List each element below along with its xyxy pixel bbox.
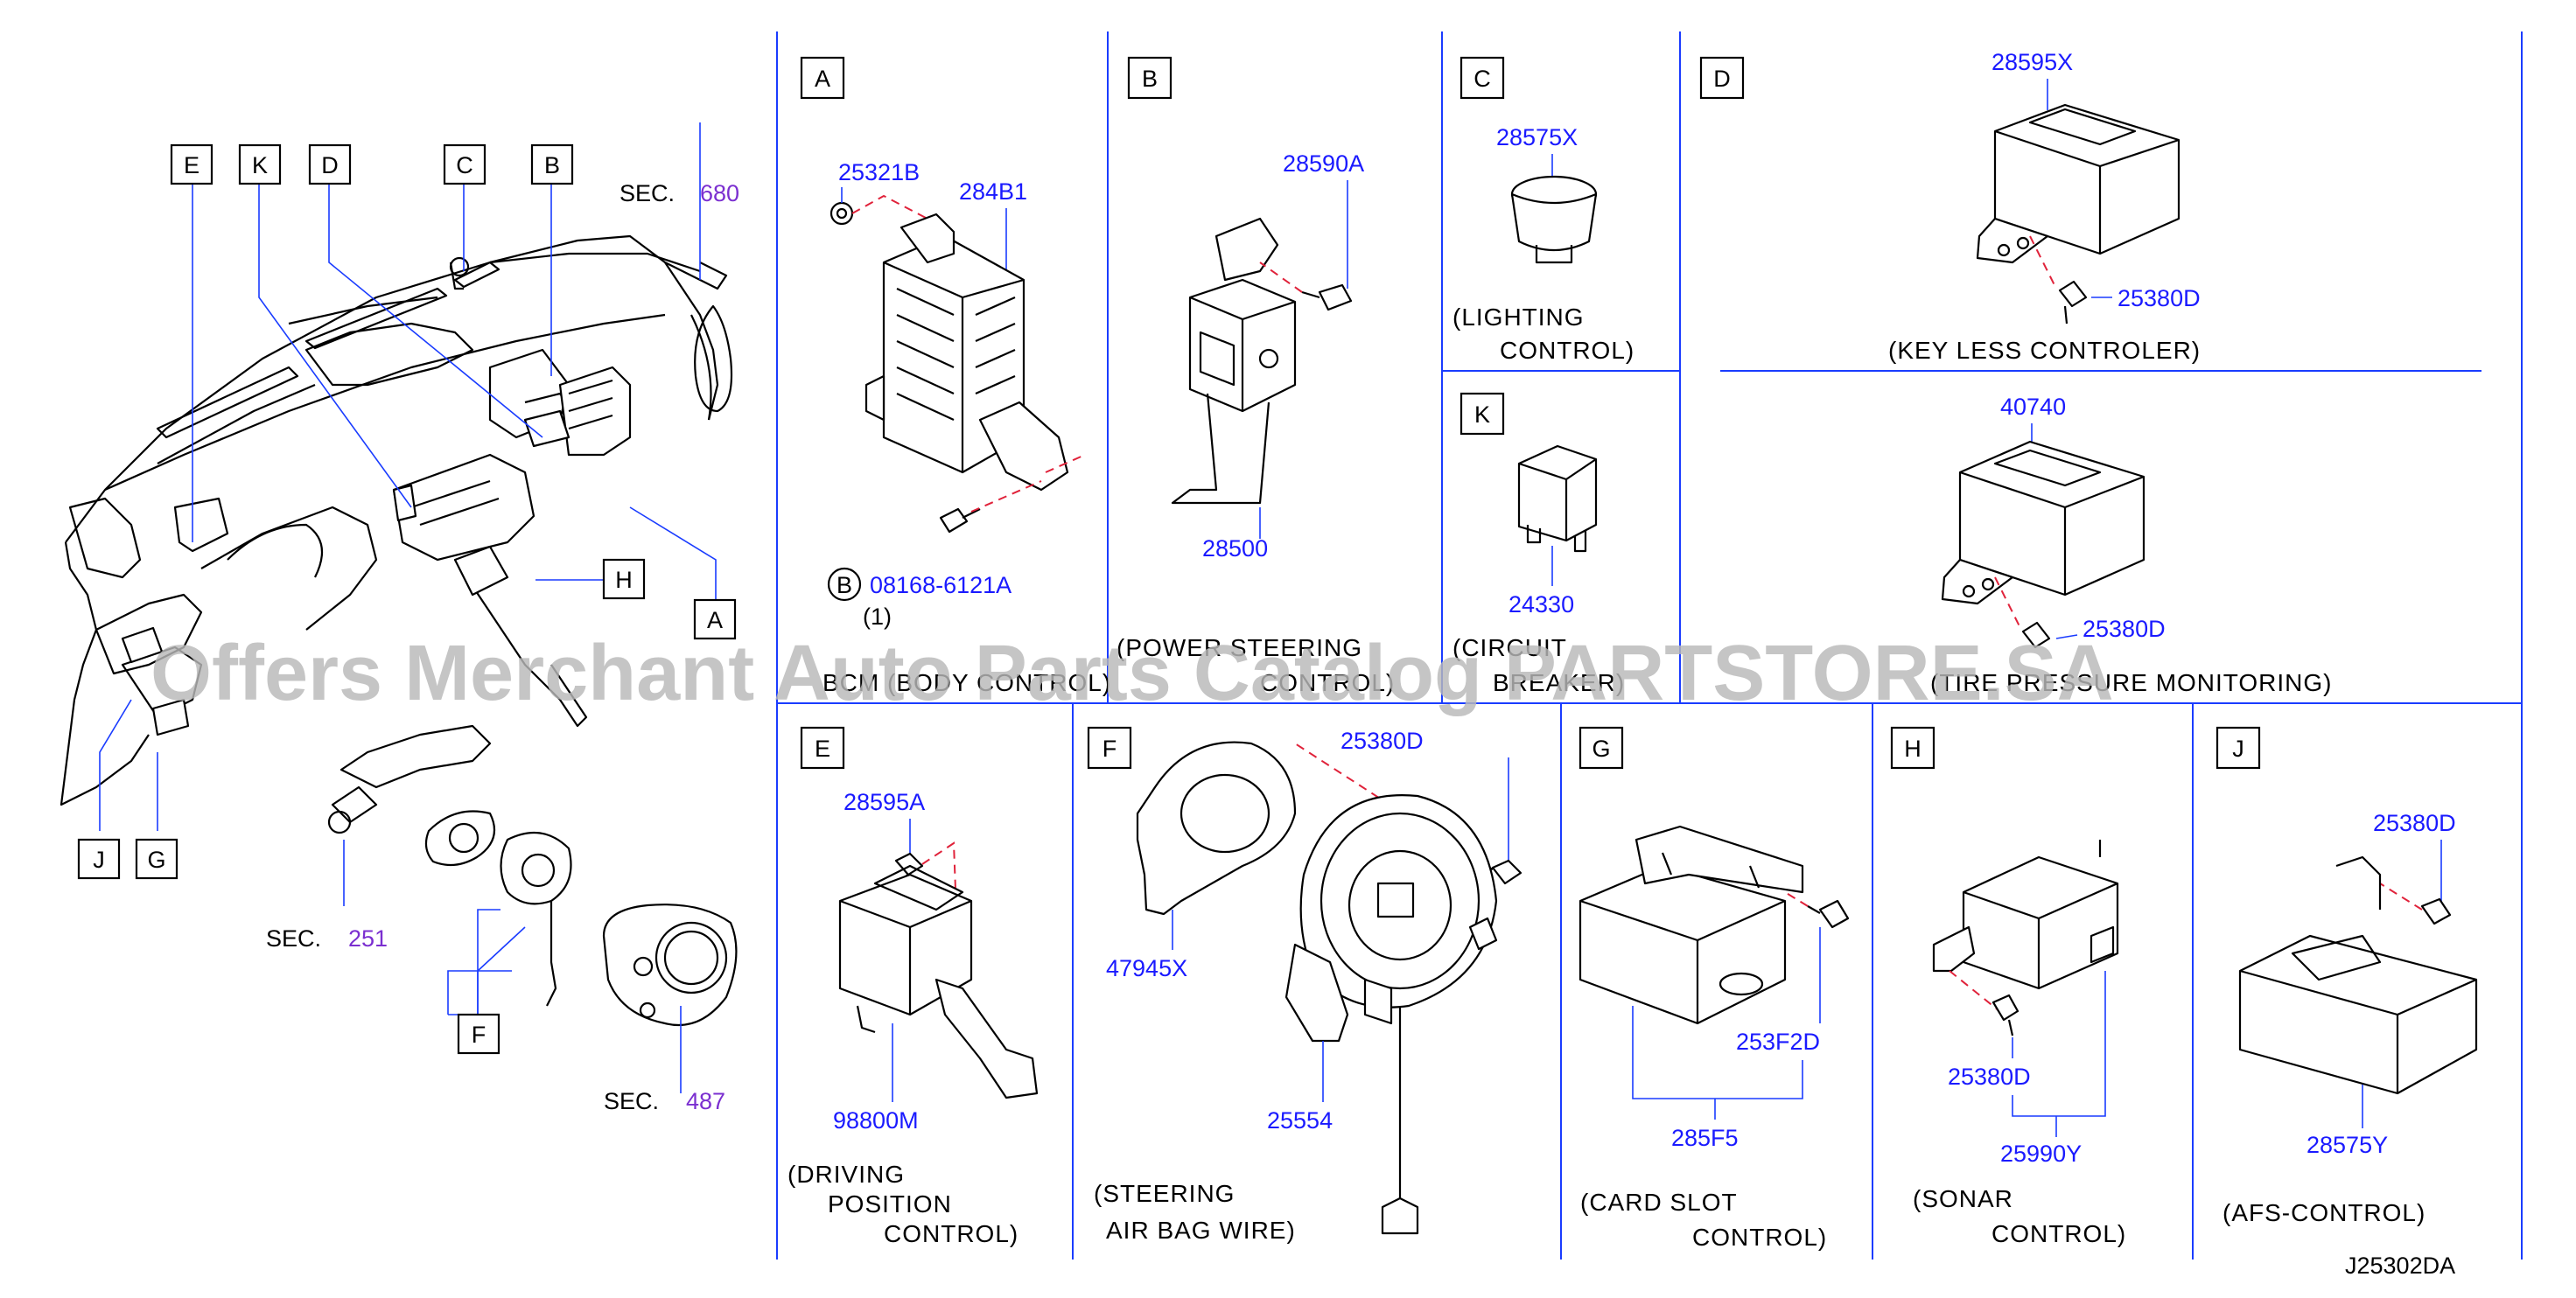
callout-C: C [456, 152, 473, 178]
panel-D-caption-tire: (TIRE PRESSURE MONITORING) [1930, 669, 2333, 696]
panel-H-letter: H [1904, 736, 1922, 762]
sec-680-prefix: SEC. [620, 180, 675, 206]
panel-A-caption: BCM (BODY CONTROL) [822, 669, 1111, 696]
panel-D-letter: D [1713, 66, 1731, 92]
panel-B-caption-line-2: CONTROL) [1260, 669, 1395, 696]
part-47945X: 47945X [1106, 955, 1187, 981]
part-40740: 40740 [2000, 394, 2066, 420]
part-25380D-keyless: 25380D [2118, 285, 2201, 311]
callout-B: B [544, 152, 560, 178]
panel-H-caption-line-2: CONTROL) [1992, 1220, 2126, 1247]
sec-487-prefix: SEC. [604, 1088, 659, 1114]
part-28500: 28500 [1202, 535, 1268, 562]
panel-J-caption: (AFS-CONTROL) [2222, 1199, 2426, 1226]
callout-A: A [707, 607, 723, 633]
panel-H-caption-line-1: (SONAR [1913, 1185, 2013, 1212]
sec-251-prefix: SEC. [266, 925, 321, 952]
screw-icon [2420, 897, 2452, 925]
callout-J: J [93, 847, 105, 873]
panel-F-caption-line-1: (STEERING [1094, 1180, 1235, 1207]
panel-A-letter: A [815, 66, 830, 92]
part-08168-6121A: 08168-6121A [870, 572, 1012, 598]
part-25380D-afs: 25380D [2373, 810, 2456, 836]
panel-J: J 25380D 28575Y (AFS-CONTROL) [2216, 726, 2478, 1226]
panel-grid [776, 31, 2523, 1260]
part-253F2D: 253F2D [1736, 1029, 1820, 1055]
panel-B-caption-line-1: (POWER STEERING [1116, 634, 1362, 661]
part-28575X: 28575X [1496, 124, 1578, 150]
panel-E-caption-line-1: (DRIVING [788, 1161, 905, 1188]
panel-F-letter: F [1102, 736, 1117, 762]
screw-icon [1318, 283, 1353, 311]
panel-C: C 28575X (LIGHTING CONTROL) [1452, 56, 1634, 364]
watermark: Offers Merchant Auto Parts Catalog PARTS… [150, 630, 2114, 717]
panel-J-letter: J [2232, 736, 2244, 762]
diagram-code: J25302DA [2345, 1253, 2455, 1279]
part-25380D-steering: 25380D [1340, 728, 1424, 754]
part-28575Y: 28575Y [2306, 1132, 2388, 1158]
panel-K-letter: K [1474, 401, 1490, 428]
sec-680-number: 680 [700, 180, 739, 206]
panel-K-caption-line-2: BREAKER) [1493, 669, 1625, 696]
panel-A: A 25321B 284B1 B 08168-6121A (1) BCM (BO… [800, 56, 1111, 696]
bolt-marker-letter: B [836, 572, 852, 598]
screw-icon [939, 507, 969, 534]
part-284B1: 284B1 [959, 178, 1027, 205]
panel-D: D 28595X 25380D (KEY LESS CONTROLER) 407… [1699, 49, 2333, 696]
callout-H: H [615, 567, 633, 593]
part-25380D-tire: 25380D [2082, 616, 2166, 642]
panel-E-caption-line-2: POSITION [828, 1190, 952, 1218]
section-references: SEC. 680 SEC. 251 SEC. 487 [266, 180, 739, 1114]
panel-F-caption-line-2: AIR BAG WIRE) [1106, 1217, 1296, 1244]
screw-icon [1818, 899, 1850, 929]
panel-C-letter: C [1474, 66, 1491, 92]
panel-G-letter: G [1592, 736, 1610, 762]
part-28595A: 28595A [844, 789, 925, 815]
callout-G: G [147, 847, 165, 873]
part-25380D-sonar: 25380D [1948, 1064, 2031, 1090]
screw-icon [2058, 280, 2088, 308]
callout-E: E [184, 152, 200, 178]
panel-C-caption-line-2: CONTROL) [1500, 337, 1634, 364]
part-28595X: 28595X [1992, 49, 2073, 75]
part-25321B: 25321B [838, 159, 920, 185]
panel-E: E 28595A 98800M (DRIVING POSITION CONTRO… [788, 726, 1039, 1247]
part-28590A: 28590A [1283, 150, 1364, 177]
sec-251-number: 251 [348, 925, 388, 952]
panel-G: G 253F2D 285F5 (CARD SLOT CONTROL) [1578, 726, 1850, 1251]
dashboard-overview [60, 122, 738, 1093]
panel-F: F 25380D 47945X 25554 (STEERING AIR BAG … [1087, 726, 1522, 1244]
part-25554: 25554 [1267, 1107, 1333, 1134]
panel-B-letter: B [1142, 66, 1158, 92]
part-25990Y: 25990Y [2000, 1141, 2082, 1167]
screw-icon [2021, 621, 2051, 649]
part-285F5: 285F5 [1671, 1125, 1739, 1151]
callout-D: D [321, 152, 339, 178]
panel-D-caption-keyless: (KEY LESS CONTROLER) [1888, 337, 2201, 364]
callout-K: K [252, 152, 268, 178]
screw-icon [1491, 859, 1522, 885]
bolt-quantity: (1) [863, 604, 892, 630]
callout-F: F [472, 1022, 486, 1048]
panel-E-caption-line-3: CONTROL) [884, 1220, 1018, 1247]
panel-E-letter: E [815, 736, 830, 762]
screw-icon [1992, 994, 2020, 1022]
part-98800M: 98800M [833, 1107, 919, 1134]
part-24330: 24330 [1508, 591, 1574, 618]
overview-callouts: E K D C B H A J G F [77, 143, 737, 1055]
panel-K: K 24330 (CIRCUIT BREAKER) [1452, 392, 1625, 696]
panel-B: B 28590A 28500 (POWER STEERING CONTROL) [1116, 56, 1395, 696]
bolt-marker-icon [827, 567, 862, 602]
panel-H: H 25380D 25990Y (SONAR CONTROL) [1890, 726, 2126, 1247]
sec-487-number: 487 [686, 1088, 725, 1114]
panel-G-caption-line-2: CONTROL) [1692, 1224, 1827, 1251]
panel-G-caption-line-1: (CARD SLOT [1580, 1189, 1738, 1216]
nut-icon [830, 201, 854, 226]
panel-C-caption-line-1: (LIGHTING [1452, 304, 1585, 331]
panel-K-caption-line-1: (CIRCUIT [1452, 634, 1567, 661]
